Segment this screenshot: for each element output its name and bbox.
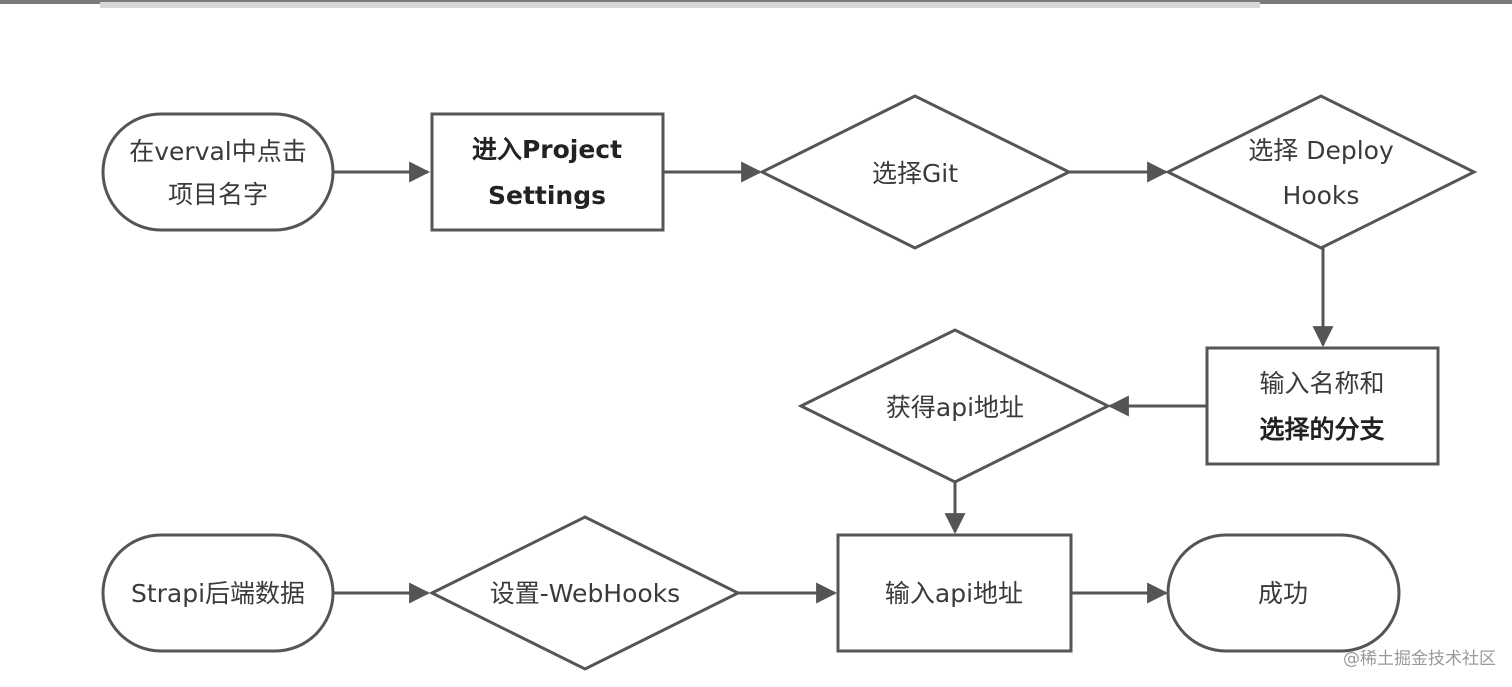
node-success-shape (1166, 533, 1401, 653)
node-start-label-1: 在verval中点击 (129, 137, 307, 166)
node-project-settings-label-2: Settings (488, 181, 606, 210)
node-success-label: 成功 (1258, 579, 1308, 608)
node-set-webhooks-shape (428, 515, 742, 671)
node-strapi-label: Strapi后端数据 (131, 579, 305, 608)
node-project-settings-label-1: 进入Project (472, 135, 622, 164)
node-start-shape (101, 112, 335, 232)
node-strapi-shape (101, 533, 335, 653)
node-input-api-shape (836, 533, 1073, 653)
node-input-name-branch-shape (1205, 346, 1440, 466)
cropped-top-strip (0, 0, 1512, 8)
node-input-api-label: 输入api地址 (885, 579, 1023, 608)
watermark-text: @稀土掘金技术社区 (1343, 649, 1496, 669)
node-project-settings-shape (430, 112, 665, 232)
node-deploy-hooks-label-1: 选择 Deploy (1248, 136, 1394, 165)
node-deploy-hooks-shape (1164, 94, 1478, 250)
node-get-api-label: 获得api地址 (886, 393, 1024, 422)
node-deploy-hooks-label-2: Hooks (1283, 181, 1360, 210)
node-start-label-2: 项目名字 (168, 180, 268, 209)
node-set-webhooks-label: 设置-WebHooks (490, 579, 680, 608)
node-input-name-branch-label-1: 输入名称和 (1259, 369, 1384, 398)
node-select-git-shape (758, 94, 1073, 250)
node-select-git-label: 选择Git (872, 159, 958, 188)
node-input-name-branch-label-2: 选择的分支 (1259, 415, 1384, 444)
node-get-api-shape (797, 328, 1112, 484)
